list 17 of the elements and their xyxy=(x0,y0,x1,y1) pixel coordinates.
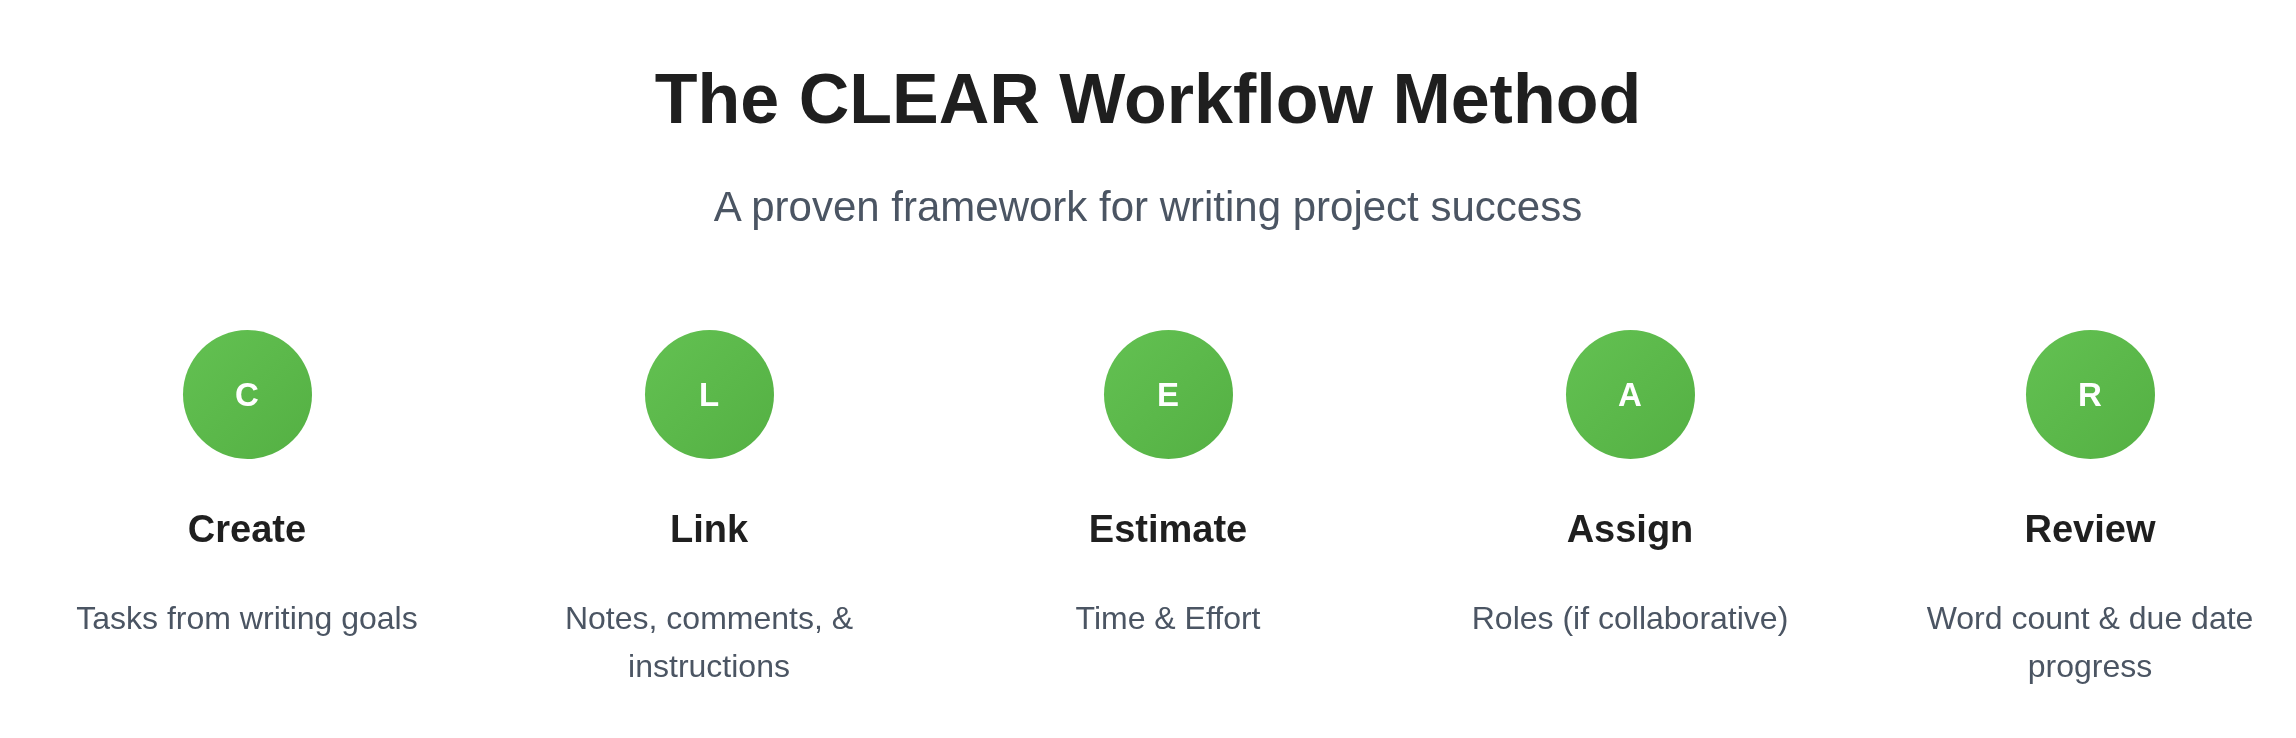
step-description: Word count & due date progress xyxy=(1925,599,2255,686)
step-heading: Review xyxy=(2024,507,2156,552)
step-letter-circle: A xyxy=(1565,330,1695,459)
step-description: Tasks from writing goals xyxy=(76,599,418,638)
step-description: Notes, comments, & instructions xyxy=(563,599,855,686)
step-heading: Link xyxy=(669,507,749,552)
diagram-title: The CLEAR Workflow Method xyxy=(654,59,1642,140)
step-heading: Estimate xyxy=(1088,507,1248,552)
step-heading: Assign xyxy=(1566,507,1694,552)
step-letter-circle: E xyxy=(1103,330,1233,459)
subtitle: A proven framework for writing project success xyxy=(713,182,1583,232)
step-letter-circle: C xyxy=(182,330,312,459)
step-letter-circle: L xyxy=(644,330,774,459)
step-description: Roles (if collaborative) xyxy=(1471,599,1789,638)
step-heading: Create xyxy=(187,507,307,552)
step-letter-circle: R xyxy=(2025,330,2155,459)
step-description: Time & Effort xyxy=(1075,599,1261,638)
